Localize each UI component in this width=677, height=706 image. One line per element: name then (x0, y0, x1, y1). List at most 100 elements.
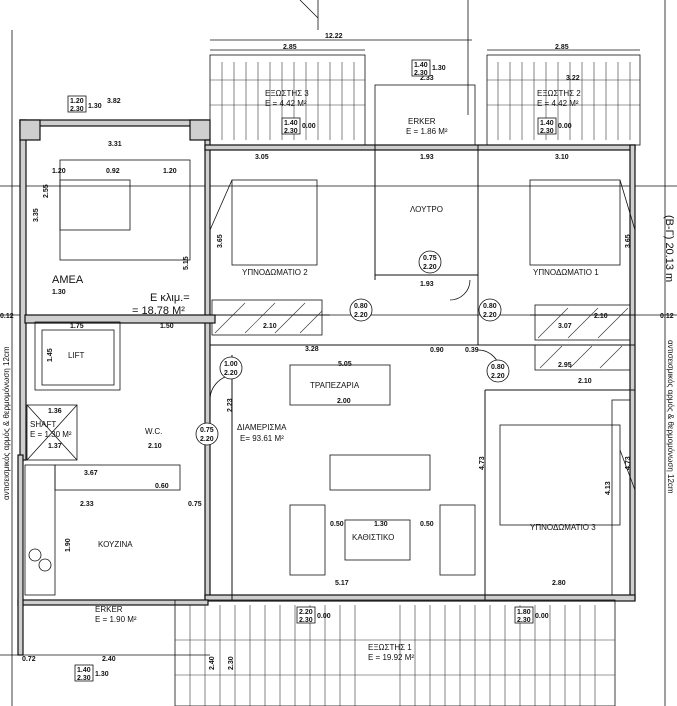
dim-label: 4.73 (479, 456, 486, 470)
svg-text:2.30: 2.30 (77, 675, 91, 682)
opening-tag: 0.80 2.20 (486, 359, 510, 383)
armchair-icon (439, 504, 476, 576)
dim-label: 12.22 (325, 33, 343, 40)
room-area-erker-bottom: E = 1.90 M² (95, 615, 137, 624)
stair-area-label: Ε κλιμ.= (150, 292, 190, 304)
dim-label: 4.73 (625, 456, 632, 470)
room-label-dining: ΤΡΑΠΕΖΑΡΙΑ (310, 381, 360, 390)
dim-label: 2.95 (558, 362, 572, 369)
dim-label: 0.39 (465, 347, 479, 354)
sofa-icon (329, 454, 431, 491)
erker-top (374, 84, 476, 146)
opening-tag: 0.80 2.20 (349, 298, 373, 322)
balcony-left (209, 54, 366, 146)
dim-label: 5.05 (338, 361, 352, 368)
room-label-balcony-1: ΕΞΩΣΤΗΣ 1 (368, 643, 412, 652)
svg-text:2.30: 2.30 (299, 617, 313, 624)
dim-label: 0.72 (22, 656, 36, 663)
opening-tag: 1.40 2.30 1.30 (74, 664, 109, 682)
kitchen-counter (54, 464, 181, 491)
svg-text:1.20: 1.20 (70, 98, 84, 105)
dim-label: 0.50 (330, 521, 344, 528)
svg-text:1.00: 1.00 (224, 361, 238, 368)
room-label-apartment: ΔΙΑΜΕΡΙΣΜΑ (237, 423, 287, 432)
dim-label: 0.75 (188, 501, 202, 508)
opening-tag: 0.80 2.20 (478, 298, 502, 322)
balcony-rail-hatch (175, 605, 615, 706)
dim-label: 1.20 (163, 168, 177, 175)
dim-label: 2.10 (263, 323, 277, 330)
dim-label: 0.60 (155, 483, 169, 490)
dim-label: 1.93 (420, 281, 434, 288)
dim-label: 2.10 (148, 443, 162, 450)
dim-label: 3.28 (305, 346, 319, 353)
dim-label: 3.05 (255, 154, 269, 161)
armchair-icon (289, 504, 326, 576)
dim-label: 2.33 (420, 75, 434, 82)
dim-label: 3.82 (107, 98, 121, 105)
room-area-erker-top: E = 1.86 M² (406, 127, 448, 136)
opening-tag: 1.40 2.30 1.30 (411, 59, 446, 77)
svg-text:2.20: 2.20 (200, 436, 214, 443)
balcony-bottom (174, 599, 616, 706)
dim-label: 1.45 (47, 348, 54, 362)
svg-text:1.30: 1.30 (88, 103, 102, 110)
opening-tag: 1.80 2.30 0.00 (514, 606, 549, 624)
svg-text:1.40: 1.40 (540, 120, 554, 127)
bed-icon (499, 424, 621, 526)
dim-label: 3.65 (625, 234, 632, 248)
dim-label: 5.17 (335, 580, 349, 587)
dim-label: 3.31 (108, 141, 122, 148)
dim-label: 5.15 (183, 256, 190, 270)
dim-label: 2.40 (209, 656, 216, 670)
dim-label: 2.00 (337, 398, 351, 405)
stair-area-value: = 18.78 M² (132, 305, 185, 317)
bed-icon (529, 179, 621, 266)
svg-text:0.80: 0.80 (354, 303, 368, 310)
dim-label: 1.75 (70, 323, 84, 330)
opening-tag: 0.75 2.20 (195, 422, 219, 446)
dim-label: 3.35 (33, 208, 40, 222)
svg-text:2.20: 2.20 (224, 370, 238, 377)
svg-text:1.40: 1.40 (77, 667, 91, 674)
room-area-shaft: E = 1.30 M² (30, 430, 72, 439)
dim-label: 2.40 (102, 656, 116, 663)
dim-label: 2.30 (228, 656, 235, 670)
dim-label: 2.85 (283, 44, 297, 51)
svg-text:2.20: 2.20 (423, 264, 437, 271)
svg-text:0.80: 0.80 (491, 364, 505, 371)
door-swing (619, 449, 636, 491)
room-area-balcony-3: E = 4.42 M² (265, 99, 307, 108)
svg-text:2.30: 2.30 (540, 128, 554, 135)
dim-label: 2.33 (80, 501, 94, 508)
dim-label: 3.67 (84, 470, 98, 477)
room-label-balcony-2: ΕΞΩΣΤΗΣ 2 (537, 89, 581, 98)
dim-label: 1.93 (420, 154, 434, 161)
opening-tag: 2.20 2.30 0.00 (296, 606, 331, 624)
column (189, 119, 211, 141)
svg-text:1.30: 1.30 (95, 671, 109, 678)
room-label-bedroom-1: ΥΠΝΟΔΩΜΑΤΙΟ 1 (533, 268, 599, 277)
room-label-amea: ΑΜΕΑ (52, 274, 84, 286)
svg-text:0.00: 0.00 (558, 123, 572, 130)
dim-label: 1.36 (48, 408, 62, 415)
room-label-erker-bottom: ERKER (95, 605, 123, 614)
dim-label: 1.30 (374, 521, 388, 528)
dim-label: 0.50 (420, 521, 434, 528)
stove-burner-icon (38, 558, 52, 572)
wall (204, 594, 636, 602)
wall (204, 144, 636, 151)
shaft-cross (26, 404, 78, 461)
opening-tag: 0.75 2.20 (418, 250, 442, 274)
svg-text:2.20: 2.20 (299, 609, 313, 616)
lift-shaft (34, 321, 121, 391)
dim-label: 4.13 (605, 481, 612, 495)
wall (19, 119, 209, 127)
dim-label: 3.10 (555, 154, 569, 161)
dim-label: 2.10 (594, 313, 608, 320)
stair-outline (59, 179, 131, 231)
dim-label: 2.55 (43, 184, 50, 198)
room-label-lift: LIFT (68, 351, 85, 360)
dim-label: 1.90 (65, 538, 72, 552)
